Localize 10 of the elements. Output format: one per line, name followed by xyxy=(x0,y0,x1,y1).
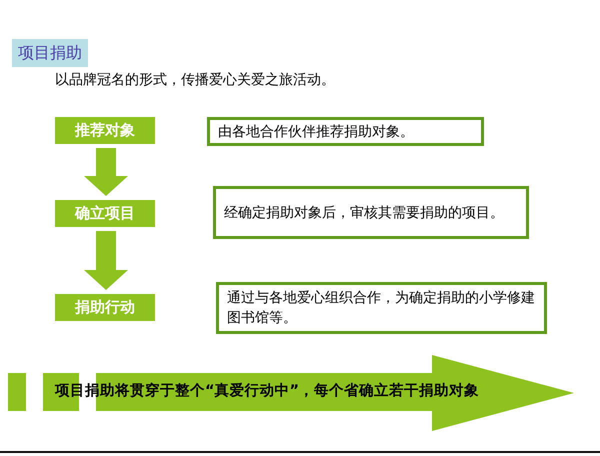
step-box: 推荐对象 xyxy=(55,117,155,144)
description-box: 由各地合作伙伴推荐捐助对象。 xyxy=(207,117,484,146)
title-tag: 项目捐助 xyxy=(12,39,88,67)
step-box: 捐助行动 xyxy=(55,294,155,321)
block-arrow xyxy=(84,231,128,290)
description-box: 经确定捐助对象后，审核其需要捐助的项目。 xyxy=(213,186,529,239)
description-box: 通过与各地爱心组织合作，为确定捐助的小学修建图书馆等。 xyxy=(216,282,547,334)
block-arrow xyxy=(84,148,128,196)
subtitle-text: 以品牌冠名的形式，传播爱心关爱之旅活动。 xyxy=(55,71,335,90)
step-box: 确立项目 xyxy=(55,200,155,227)
